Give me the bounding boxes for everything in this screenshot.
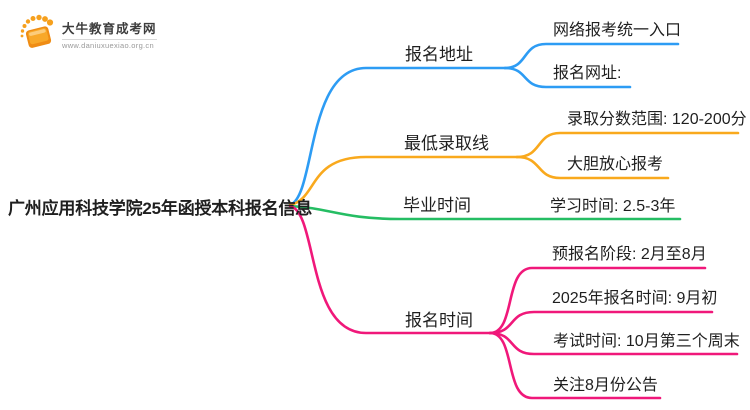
branch-2-lines [288, 131, 740, 207]
child-node[interactable]: 录取分数范围: 120-200分 [567, 111, 747, 128]
site-name: 大牛教育成考网 [62, 22, 157, 36]
branch-line [503, 66, 632, 89]
child-node[interactable]: 学习时间: 2.5-3年 [550, 198, 676, 215]
child-node[interactable]: 关注8月份公告 [553, 377, 658, 394]
branch-line [488, 266, 707, 335]
branch-label-graduation-time[interactable]: 毕业时间 [403, 196, 471, 215]
site-url: www.daniuxuexiao.org.cn [62, 41, 154, 50]
branch-line [288, 155, 519, 207]
branch-line [488, 331, 662, 400]
branch-1-lines [288, 42, 680, 207]
logo-divider [62, 39, 157, 40]
logo-text-block: 大牛教育成考网 www.daniuxuexiao.org.cn [62, 18, 157, 50]
branch-label-signup-time[interactable]: 报名时间 [405, 311, 473, 330]
child-node[interactable]: 大胆放心报考 [567, 156, 664, 173]
branch-label-min-score-line[interactable]: 最低录取线 [404, 134, 489, 153]
child-node[interactable]: 预报名阶段: 2月至8月 [552, 246, 707, 263]
root-node[interactable]: 广州应用科技学院25年函授本科报名信息 [8, 199, 313, 218]
branch-line [515, 131, 740, 159]
branch-line [488, 331, 739, 356]
child-node[interactable]: 考试时间: 10月第三个周末 [553, 333, 740, 350]
sunburst-book-icon [16, 12, 58, 57]
branch-line [488, 310, 714, 335]
branch-label-signup-address[interactable]: 报名地址 [405, 45, 473, 64]
child-node[interactable]: 网络报考统一入口 [553, 22, 682, 39]
child-node[interactable]: 报名网址: [553, 65, 622, 82]
child-node[interactable]: 2025年报名时间: 9月初 [552, 290, 718, 307]
site-logo: 大牛教育成考网 www.daniuxuexiao.org.cn [16, 12, 157, 57]
branch-line [515, 155, 670, 180]
branch-3-lines [288, 204, 682, 221]
branch-line [503, 42, 680, 70]
branch-line [288, 204, 682, 221]
branch-4-lines [288, 204, 739, 400]
branch-line [288, 66, 507, 207]
branch-line [288, 204, 492, 335]
